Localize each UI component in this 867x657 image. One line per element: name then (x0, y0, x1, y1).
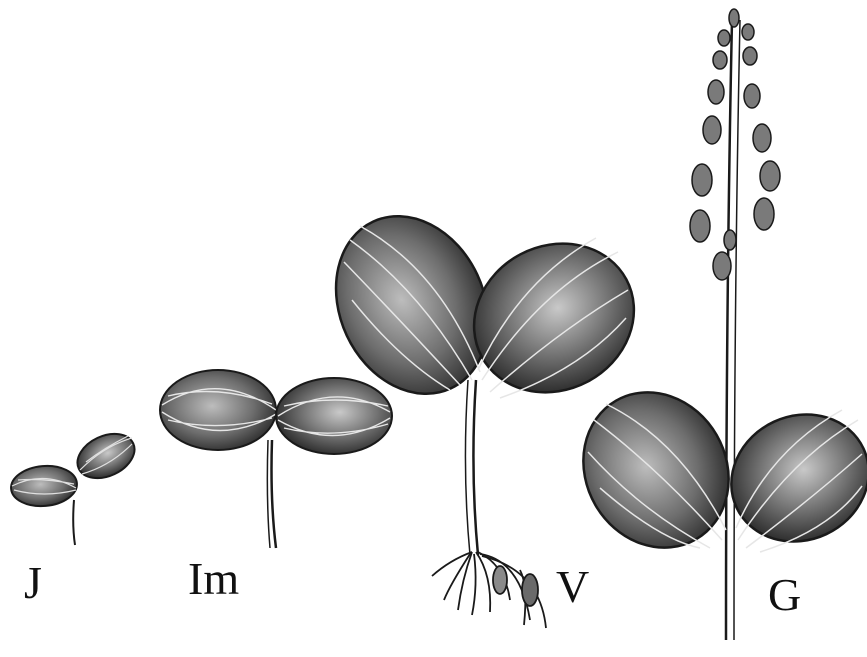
juvenile-leaf-left (9, 463, 78, 509)
juvenile-plant (9, 425, 141, 545)
label-immature: Im (188, 556, 239, 602)
generative-inflorescence (690, 9, 780, 280)
immature-leaf-left (160, 370, 276, 450)
label-virginile: V (556, 564, 589, 610)
virginile-roots (432, 552, 546, 628)
immature-leaf-right (276, 378, 392, 454)
label-juvenile: J (24, 560, 42, 606)
label-generative: G (768, 572, 801, 618)
virginile-leaf-right (448, 216, 660, 420)
immature-plant (160, 370, 392, 548)
juvenile-leaf-right (70, 425, 141, 487)
